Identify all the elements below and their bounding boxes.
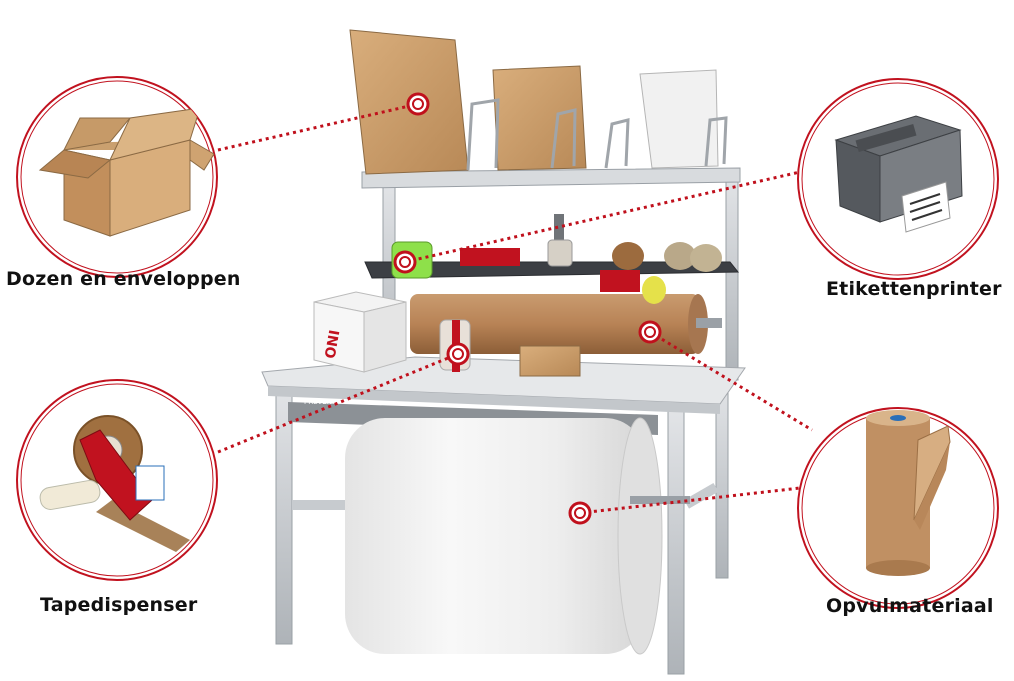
label-opvulmateriaal: Opvulmateriaal xyxy=(826,595,994,617)
kraft-roll-icon xyxy=(866,410,951,576)
small-kraft-box xyxy=(519,345,581,377)
tape-dispenser-icon xyxy=(39,415,190,552)
label-tapedispenser: Tapedispenser xyxy=(40,594,198,616)
connector-tape xyxy=(217,352,459,454)
marker-filler-bubble xyxy=(568,501,592,525)
marker-filler-roll xyxy=(638,320,662,344)
bubble-wrap-roll xyxy=(345,417,690,655)
label-dozen-en-enveloppen: Dozen en enveloppen xyxy=(6,268,241,290)
cardboard-box-icon xyxy=(38,107,215,237)
label-etikettenprinter: Etikettenprinter xyxy=(826,278,1002,300)
marker-tape xyxy=(446,342,470,366)
callout-filler-circle xyxy=(797,407,999,609)
connector-printer xyxy=(404,170,801,264)
marker-rings xyxy=(393,92,662,525)
label-printer-icon xyxy=(834,115,963,233)
connector-filler-bubble xyxy=(579,486,801,515)
connector-lines xyxy=(217,102,813,515)
callout-tape-circle xyxy=(16,379,218,581)
callout-printer-circle xyxy=(797,78,999,280)
callout-boxes-circle xyxy=(16,76,218,278)
white-shipping-box: ONI xyxy=(313,291,407,373)
marker-printer xyxy=(393,250,417,274)
box-print: ONI xyxy=(323,329,344,360)
kraft-paper-roll xyxy=(410,294,722,354)
flat-boxes-shelf xyxy=(349,29,728,175)
bench-brand: PREVENT xyxy=(304,398,337,406)
marker-boxes xyxy=(406,92,430,116)
